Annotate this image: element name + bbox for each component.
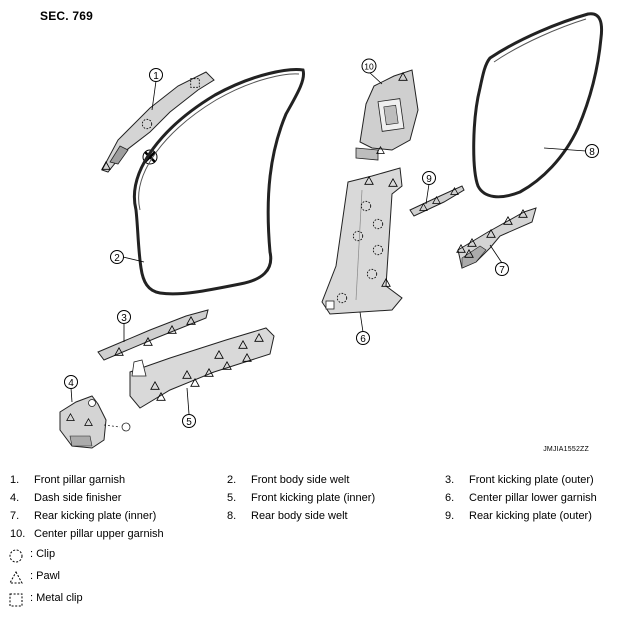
legend-label: Center pillar upper garnish bbox=[34, 528, 164, 540]
center-pillar-upper-garnish-part bbox=[355, 69, 419, 161]
callout-2: 2 bbox=[110, 250, 124, 264]
callout-label: 2 bbox=[114, 253, 120, 264]
rear-kicking-plate-inner-part bbox=[456, 207, 537, 269]
legend-number: 8. bbox=[227, 510, 237, 522]
exploded-parts-diagram: 1 2 3 4 5 6 7 8 9 10 bbox=[59, 12, 604, 449]
callout-label: 5 bbox=[186, 417, 192, 428]
callout-4: 4 bbox=[64, 375, 78, 389]
section-title: SEC. 769 bbox=[40, 9, 93, 23]
symbol-label: : Metal clip bbox=[30, 592, 83, 604]
legend-number: 7. bbox=[10, 510, 20, 522]
callout-label: 10 bbox=[364, 62, 374, 72]
callout-5: 5 bbox=[182, 414, 196, 428]
legend-label: Dash side finisher bbox=[34, 492, 122, 504]
legend-number: 1. bbox=[10, 474, 20, 486]
callout-label: 9 bbox=[426, 174, 432, 185]
legend-label: Rear kicking plate (inner) bbox=[34, 510, 157, 522]
legend-label: Rear kicking plate (outer) bbox=[469, 510, 592, 522]
legend-number: 3. bbox=[445, 474, 455, 486]
callout-6: 6 bbox=[356, 331, 370, 345]
front-pillar-garnish-part bbox=[101, 71, 215, 173]
callout-8: 8 bbox=[585, 144, 599, 158]
callout-label: 3 bbox=[121, 313, 127, 324]
leader-lines bbox=[70, 71, 587, 415]
dash-side-finisher-part bbox=[59, 395, 131, 449]
legend-number: 4. bbox=[10, 492, 20, 504]
callout-label: 7 bbox=[499, 265, 505, 276]
pawl-icon bbox=[9, 570, 23, 584]
legend-number: 5. bbox=[227, 492, 237, 504]
legend-label: Front kicking plate (inner) bbox=[251, 492, 376, 504]
legend-label: Rear body side welt bbox=[251, 510, 348, 522]
legend-number: 2. bbox=[227, 474, 237, 486]
callout-label: 8 bbox=[589, 147, 595, 158]
legend-label: Center pillar lower garnish bbox=[469, 492, 597, 504]
center-pillar-lower-garnish-part bbox=[321, 167, 403, 315]
callout-3: 3 bbox=[117, 310, 131, 324]
symbol-label: : Pawl bbox=[30, 570, 60, 582]
callout-label: 4 bbox=[68, 378, 74, 389]
legend-number: 6. bbox=[445, 492, 455, 504]
rear-body-side-welt-part bbox=[472, 12, 604, 199]
symbol-label: : Clip bbox=[30, 548, 56, 560]
legend-number: 10. bbox=[10, 528, 26, 540]
callout-7: 7 bbox=[495, 262, 509, 276]
rear-kicking-plate-outer-part bbox=[409, 185, 465, 217]
metal-clip-icon bbox=[9, 593, 23, 607]
callout-label: 6 bbox=[360, 334, 366, 345]
clip-icon bbox=[9, 549, 23, 563]
front-kicking-plate-outer-part bbox=[97, 309, 209, 361]
figure-code: JMJIA1552ZZ bbox=[543, 446, 589, 453]
legend-label: Front pillar garnish bbox=[34, 474, 126, 486]
legend-label: Front kicking plate (outer) bbox=[469, 474, 594, 486]
front-body-side-welt-part bbox=[133, 68, 306, 296]
callout-10: 10 bbox=[361, 58, 377, 74]
callout-9: 9 bbox=[422, 171, 436, 185]
front-kicking-plate-inner-part bbox=[129, 327, 275, 409]
legend-label: Front body side welt bbox=[251, 474, 350, 486]
callout-1: 1 bbox=[149, 68, 163, 82]
callout-label: 1 bbox=[153, 71, 159, 82]
legend-number: 9. bbox=[445, 510, 455, 522]
